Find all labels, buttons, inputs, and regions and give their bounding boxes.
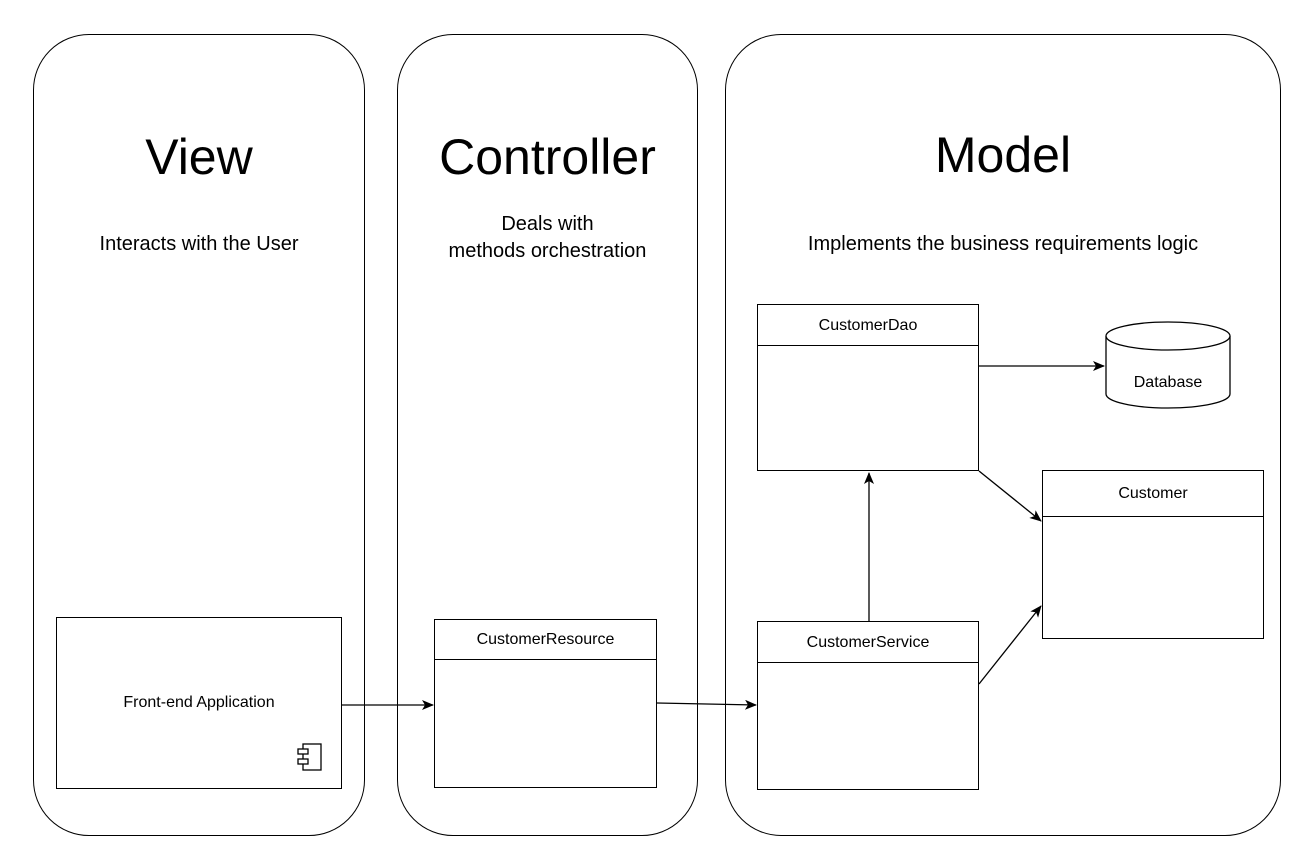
model-description: Implements the business requirements log…	[807, 233, 1199, 255]
frontend-application-node: Front-end Application	[56, 617, 342, 789]
edge-dao-to-customer	[978, 470, 1042, 522]
customer-node: Customer	[1042, 470, 1264, 639]
customer-label: Customer	[1043, 471, 1263, 517]
database-cylinder	[1105, 321, 1231, 409]
view-description: Interacts with the User	[99, 233, 299, 255]
model-title: Model	[934, 127, 1072, 183]
customer-resource-node: CustomerResource	[434, 619, 657, 788]
database-label: Database	[1134, 374, 1203, 391]
customer-dao-node: CustomerDao	[757, 304, 979, 471]
edge-service-to-customer	[978, 605, 1042, 685]
controller-title: Controller	[439, 129, 656, 185]
view-title: View	[145, 129, 253, 185]
component-icon	[297, 743, 322, 771]
frontend-application-label: Front-end Application	[123, 694, 275, 711]
controller-description: Deals with methods orchestration	[448, 213, 647, 262]
customer-service-label: CustomerService	[758, 622, 978, 663]
customer-dao-label: CustomerDao	[758, 305, 978, 346]
customer-resource-label: CustomerResource	[435, 620, 656, 660]
customer-service-node: CustomerService	[757, 621, 979, 790]
edge-resource-to-service	[656, 699, 757, 710]
